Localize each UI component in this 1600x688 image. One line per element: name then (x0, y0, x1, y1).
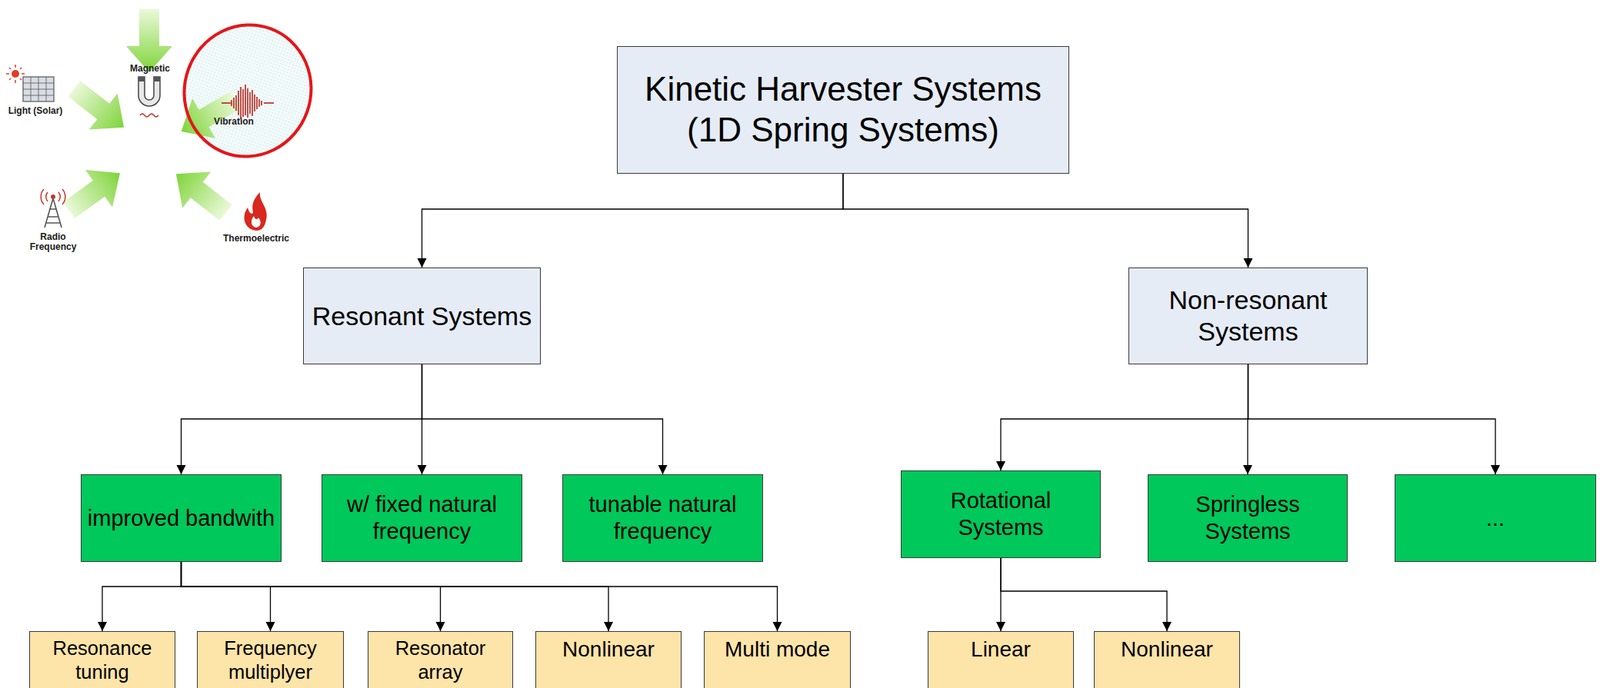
solar-panel-icon (6, 64, 54, 102)
flame-icon (243, 192, 267, 231)
method-box: Rotational Systems (900, 470, 1101, 559)
tree-connector (1248, 364, 1497, 475)
box-text: Kinetic Harvester Systems (1D Spring Sys… (617, 69, 1069, 151)
category-box: Resonant Systems (303, 267, 541, 365)
highlight-ellipse (166, 6, 324, 175)
technique-box: Linear (927, 631, 1074, 688)
box-text: Non-resonant Systems (1129, 284, 1367, 348)
box-text: Nonlinear (1116, 636, 1218, 664)
method-box: Springless Systems (1147, 474, 1348, 563)
box-text: Rotational Systems (901, 487, 1100, 542)
technique-box: Nonlinear (1093, 631, 1240, 688)
box-text: tunable natural frequency (563, 491, 763, 546)
tree-connector (181, 364, 423, 475)
box-text: Resonant Systems (307, 300, 537, 333)
method-box: tunable natural frequency (562, 474, 764, 563)
box-text: Resonance tuning (30, 636, 175, 684)
magnet-icon (138, 76, 160, 117)
source-label: Light (Solar) (8, 106, 64, 117)
method-box: improved bandwith (80, 474, 282, 563)
technique-box: Frequency multiplyer (196, 631, 344, 688)
radio-tower-icon (40, 189, 66, 228)
box-text: improved bandwith (83, 505, 280, 533)
tree-connector (422, 364, 664, 475)
tree-connector (181, 562, 441, 632)
technique-box: Resonator array (367, 631, 514, 688)
energy-sources-illustration (0, 0, 324, 262)
box-text: Resonator array (368, 636, 513, 684)
technique-box: Resonance tuning (29, 631, 176, 688)
box-text: Multi mode (720, 636, 835, 664)
category-box: Non-resonant Systems (1128, 267, 1368, 365)
source-label: Vibration (213, 116, 254, 127)
tree-connector (181, 562, 271, 632)
box-text: ... (1481, 505, 1510, 533)
tree-connector (1000, 364, 1249, 471)
method-box: w/ fixed natural frequency (321, 474, 523, 563)
tree-connector (181, 562, 610, 632)
box-text: Springless Systems (1148, 491, 1347, 546)
box-text: Nonlinear (557, 636, 660, 664)
box-text: w/ fixed natural frequency (322, 491, 522, 546)
tree-connector (422, 173, 844, 268)
source-label: Magnetic (130, 63, 170, 74)
tree-connector (102, 562, 182, 632)
technique-box: Multi mode (703, 631, 851, 688)
source-label: Radio Frequency (26, 232, 80, 253)
tree-connector (181, 562, 778, 632)
technique-box: Nonlinear (535, 631, 682, 688)
box-text: Frequency multiplyer (197, 636, 344, 684)
method-box: ... (1394, 474, 1597, 563)
tree-connector (843, 173, 1249, 268)
tree-connector (1000, 558, 1167, 632)
vibration-halo (166, 6, 324, 175)
source-label: Thermoelectric (223, 233, 290, 244)
root-box: Kinetic Harvester Systems (1D Spring Sys… (616, 46, 1070, 174)
vibration-waveform (221, 84, 274, 120)
box-text: Linear (966, 636, 1036, 664)
